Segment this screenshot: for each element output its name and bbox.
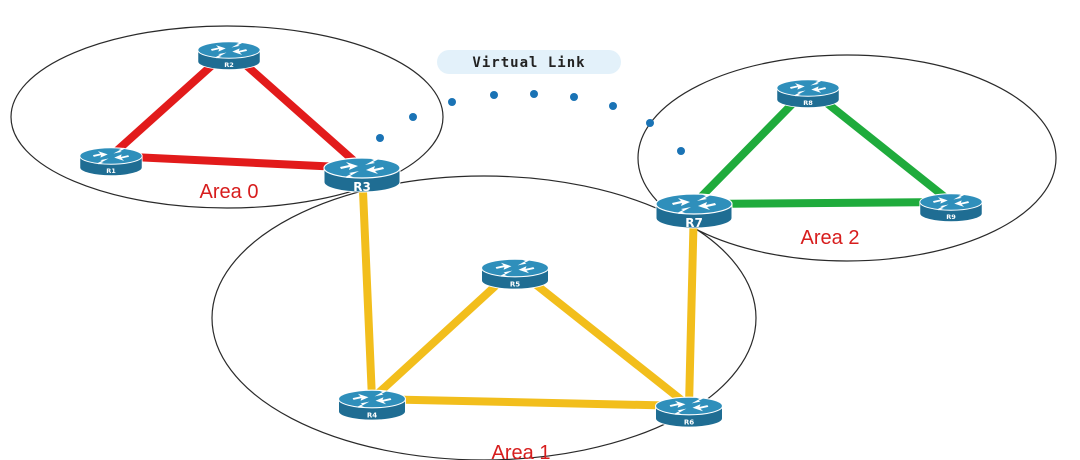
router-r7[interactable]: R7 bbox=[655, 193, 733, 230]
area0-boundary bbox=[10, 25, 444, 209]
router-top bbox=[655, 193, 733, 215]
router-label: R4 bbox=[367, 410, 377, 419]
link-r3-r4 bbox=[358, 164, 376, 403]
router-r4[interactable]: R4 bbox=[338, 389, 406, 421]
virtual-link-badge-bg bbox=[437, 50, 621, 74]
router-top bbox=[197, 41, 261, 59]
virtual-link-dot bbox=[490, 91, 498, 99]
router-top bbox=[79, 147, 143, 165]
router-label: R5 bbox=[510, 279, 520, 288]
router-arrows-icon bbox=[672, 194, 716, 214]
virtual-link-dot bbox=[570, 93, 578, 101]
router-top bbox=[919, 193, 983, 211]
links bbox=[107, 46, 955, 410]
area2-boundary bbox=[637, 54, 1057, 262]
router-label: R6 bbox=[684, 417, 694, 426]
link-r2-r3 bbox=[225, 46, 366, 172]
link-r7-r8 bbox=[690, 84, 812, 208]
area1-label: Area 1 bbox=[492, 442, 551, 460]
area1-boundary bbox=[211, 175, 757, 460]
router-arrows-icon bbox=[669, 397, 709, 415]
link-r4-r6 bbox=[368, 395, 693, 410]
area0-label: Area 0 bbox=[200, 181, 259, 203]
virtual-link-dot bbox=[609, 102, 617, 110]
router-r2[interactable]: R2 bbox=[197, 41, 261, 71]
router-label: R3 bbox=[353, 180, 371, 194]
area-labels: Area 0 Area 1 Area 2 bbox=[200, 181, 860, 460]
router-r6[interactable]: R6 bbox=[655, 396, 723, 428]
router-arrows-icon bbox=[340, 158, 384, 178]
link-r6-r7 bbox=[685, 200, 698, 410]
virtual-link-label: Virtual Link bbox=[472, 55, 585, 71]
link-r1-r3 bbox=[107, 152, 366, 172]
router-r1[interactable]: R1 bbox=[79, 147, 143, 177]
virtual-link-badge: Virtual Link bbox=[437, 50, 621, 74]
router-top bbox=[338, 389, 406, 409]
router-r3[interactable]: R3 bbox=[323, 157, 401, 194]
virtual-link-dot bbox=[448, 98, 456, 106]
router-arrows-icon bbox=[210, 41, 248, 59]
router-arrows-icon bbox=[495, 259, 535, 277]
router-top bbox=[323, 157, 401, 179]
virtual-link-dot bbox=[376, 134, 384, 142]
router-r9[interactable]: R9 bbox=[919, 193, 983, 223]
router-top bbox=[655, 396, 723, 416]
virtual-link-dot bbox=[677, 147, 685, 155]
link-r4-r5 bbox=[368, 264, 519, 403]
router-arrows-icon bbox=[92, 147, 130, 165]
router-top bbox=[776, 79, 840, 97]
router-top bbox=[481, 258, 549, 278]
virtual-link-dot bbox=[409, 113, 417, 121]
virtual-link-dot bbox=[646, 119, 654, 127]
router-label: R2 bbox=[224, 61, 234, 69]
router-label: R9 bbox=[946, 213, 956, 221]
router-r8[interactable]: R8 bbox=[776, 79, 840, 109]
router-label: R1 bbox=[106, 167, 116, 175]
area-boundaries bbox=[10, 25, 1057, 460]
link-r8-r9 bbox=[804, 84, 955, 206]
router-label: R8 bbox=[803, 99, 813, 107]
router-arrows-icon bbox=[932, 193, 970, 211]
router-r5[interactable]: R5 bbox=[481, 258, 549, 290]
virtual-link-path bbox=[376, 90, 685, 155]
area2-label: Area 2 bbox=[801, 227, 860, 249]
router-arrows-icon bbox=[352, 390, 392, 408]
link-r7-r9 bbox=[690, 198, 955, 208]
router-arrows-icon bbox=[789, 79, 827, 97]
virtual-link-dot bbox=[530, 90, 538, 98]
router-label: R7 bbox=[685, 216, 703, 230]
link-r5-r6 bbox=[511, 264, 693, 410]
